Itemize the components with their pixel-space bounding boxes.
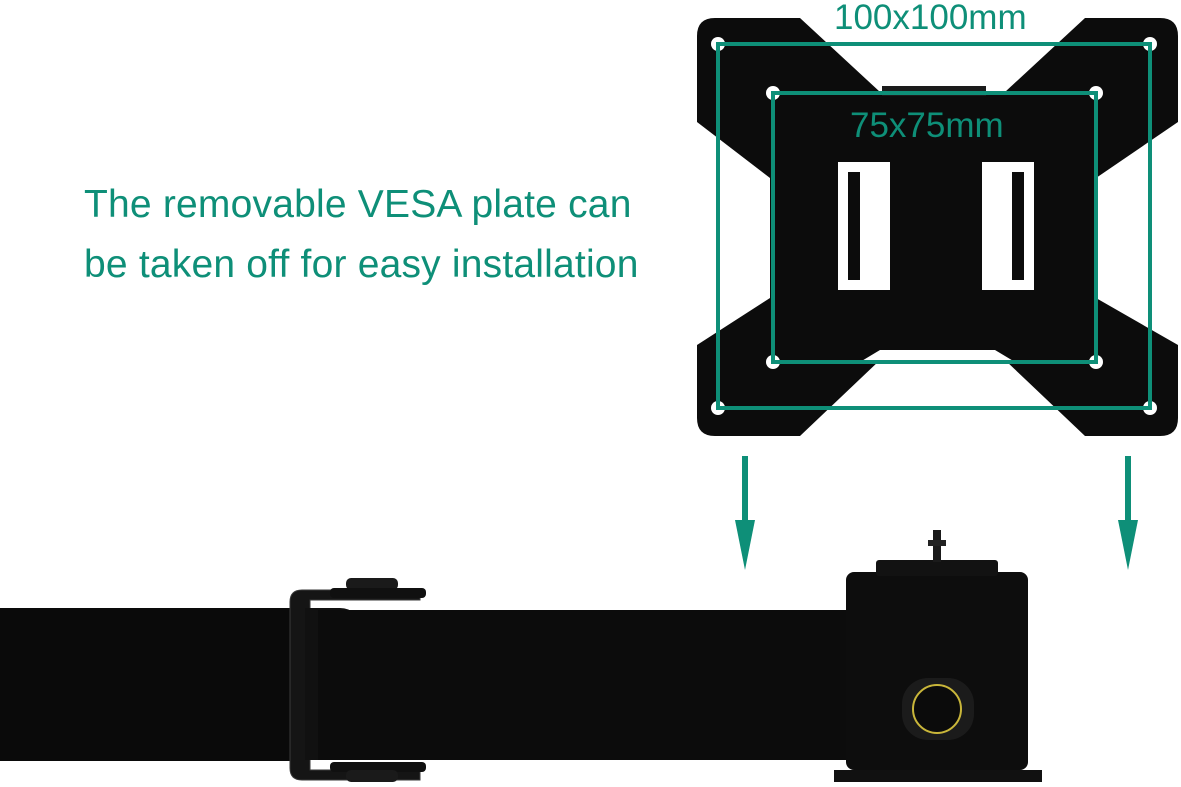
inner-dimension-label: 75x75mm [850, 106, 1004, 145]
plate-slots [838, 162, 1034, 290]
vesa-plate [697, 18, 1178, 436]
outer-dimension-label: 100x100mm [834, 0, 1027, 37]
down-arrow-right [1118, 456, 1138, 570]
caption-line-2: be taken off for easy installation [84, 243, 639, 286]
caption-line-1: The removable VESA plate can [84, 183, 632, 226]
description-caption: The removable VESA plate can be taken of… [84, 175, 639, 295]
monitor-arm [0, 530, 1042, 782]
down-arrow-left [735, 456, 755, 570]
inner-75mm-frame [771, 91, 1098, 364]
tension-knob [902, 678, 974, 740]
outer-100mm-frame [716, 42, 1152, 410]
